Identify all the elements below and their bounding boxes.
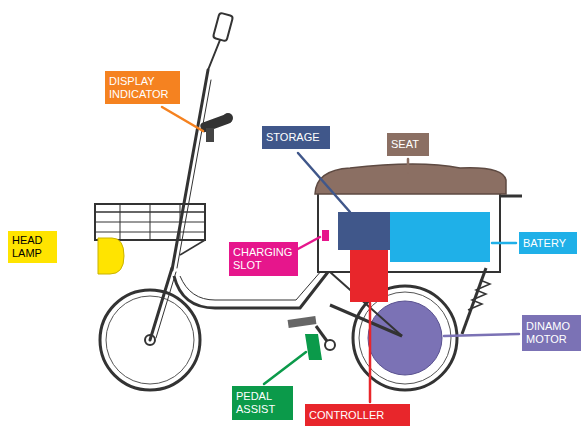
part-label: HEAD LAMP <box>12 234 53 259</box>
part-label: SEAT <box>391 138 419 151</box>
label-box: DINAMO MOTOR <box>522 315 581 351</box>
part-label: PEDAL ASSIST <box>236 390 289 415</box>
label-box: STORAGE <box>262 126 330 149</box>
head-lamp <box>98 238 124 274</box>
label-box: DISPLAY INDICATOR <box>105 71 180 104</box>
storage <box>338 212 390 250</box>
seat <box>315 164 506 194</box>
part-label: STORAGE <box>266 131 320 144</box>
rear-shock <box>462 268 490 334</box>
part-label: DISPLAY INDICATOR <box>109 75 176 100</box>
label-box: SEAT <box>387 133 429 156</box>
label-box: CONTROLLER <box>305 404 410 426</box>
pedal <box>288 316 335 360</box>
steering <box>150 13 233 340</box>
label-box: PEDAL ASSIST <box>232 386 293 420</box>
pedal-assist <box>305 334 322 360</box>
label-box: CHARGING SLOT <box>229 242 298 276</box>
dinamo-motor <box>368 301 442 375</box>
display-indicator <box>199 113 233 142</box>
controller <box>350 250 388 302</box>
label-box: HEAD LAMP <box>8 231 57 263</box>
leader-lines <box>162 107 519 402</box>
part-label: CONTROLLER <box>309 409 384 422</box>
part-label: CHARGING SLOT <box>233 246 294 271</box>
label-box: BATERY <box>519 232 577 254</box>
battery <box>390 212 490 262</box>
rear-rack <box>500 195 522 198</box>
part-label: DINAMO MOTOR <box>526 320 577 345</box>
part-label: BATERY <box>523 237 566 250</box>
body-box <box>318 190 500 272</box>
charging-slot <box>322 230 329 241</box>
